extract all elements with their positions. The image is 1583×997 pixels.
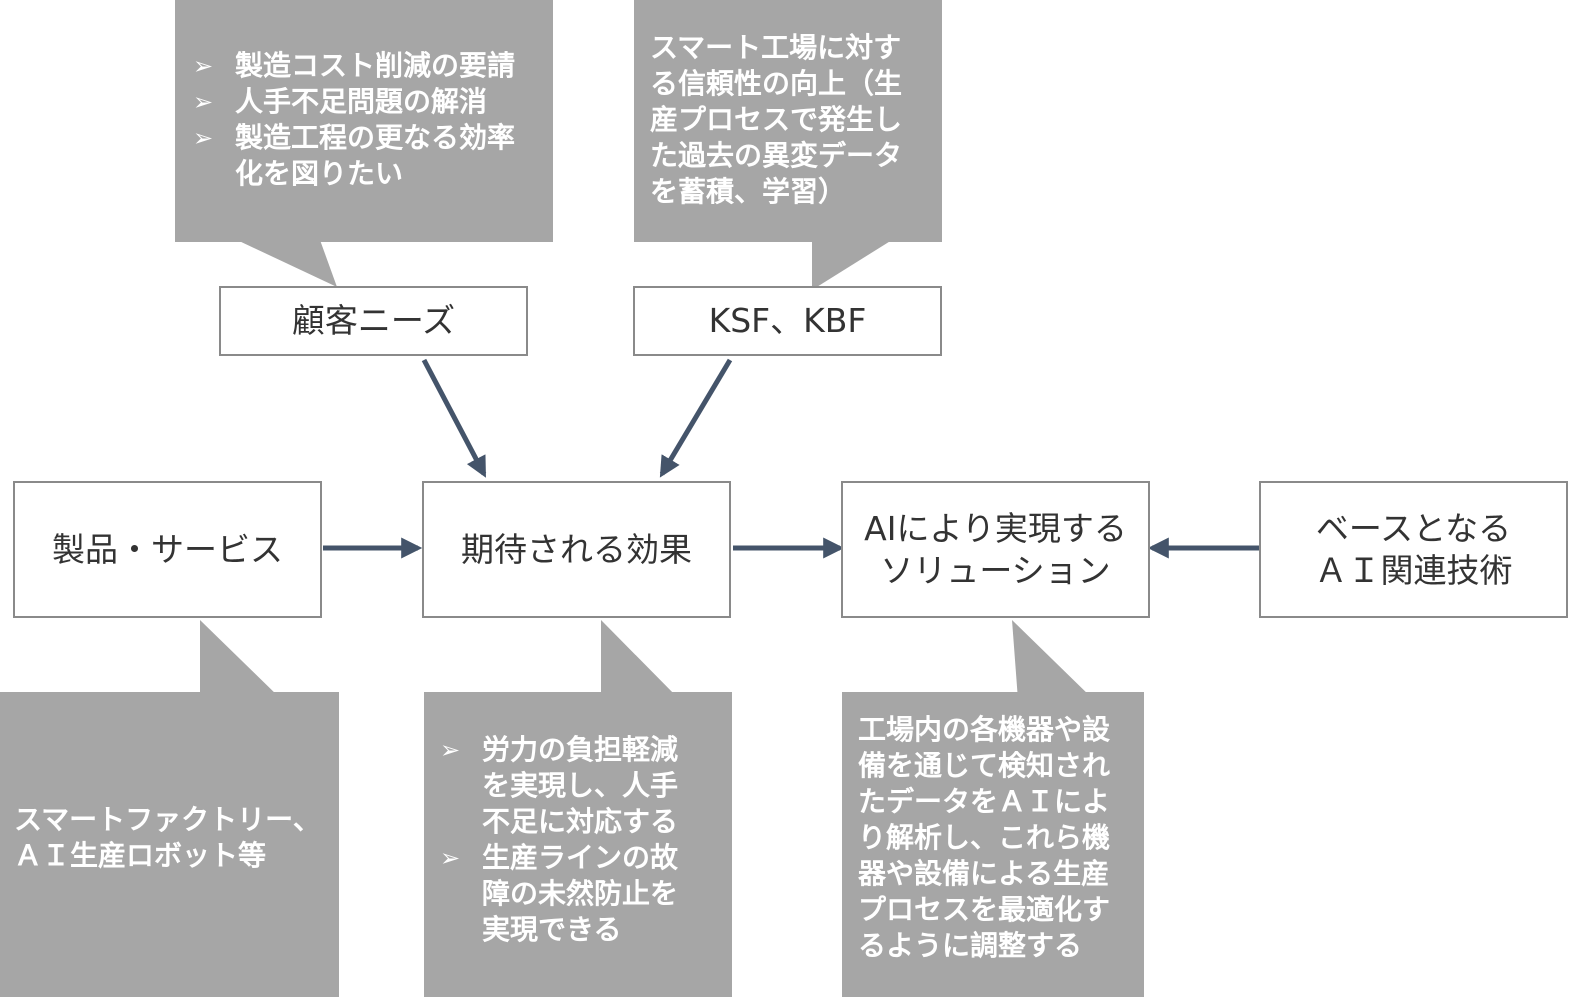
callout-tail-ai-solution: [1012, 620, 1094, 700]
bullet-item: ➢生産ラインの故 障の未然防止を 実現できる: [440, 841, 679, 946]
box-label: 期待される効果: [461, 529, 692, 569]
box-label: KSF、KBF: [708, 301, 867, 341]
box-customer-needs: 顧客ニーズ: [219, 286, 528, 356]
box-ai-solution: AIにより実現する ソリューション: [841, 481, 1150, 618]
box-product-service: 製品・サービス: [13, 481, 322, 618]
callout-ai-solution: 工場内の各機器や設 備を通じて検知され たデータをＡＩによ り解析し、これら機 …: [842, 692, 1144, 997]
bullet-item: ➢製造工程の更なる効率 化を図りたい: [193, 121, 516, 190]
bullet-item: ➢製造コスト削減の要請: [193, 49, 516, 82]
callout-expected-effect: ➢労力の負担軽減 を実現し、人手 不足に対応する ➢生産ラインの故 障の未然防止…: [424, 692, 732, 997]
box-label: 製品・サービス: [52, 529, 283, 569]
arrow-ksf-kbf-to-effect: [659, 358, 733, 478]
box-label: AIにより実現する ソリューション: [864, 509, 1127, 590]
callout-tail-expected-effect: [601, 620, 680, 700]
arrow-customer-needs-to-effect: [421, 358, 487, 478]
box-label: ベースとなる ＡＩ関連技術: [1314, 509, 1513, 590]
callout-text: スマートファクトリー、 ＡＩ生産ロボット等: [14, 803, 321, 872]
callout-product-service: スマートファクトリー、 ＡＩ生産ロボット等: [0, 692, 339, 997]
callout-customer-needs: ➢製造コスト削減の要請 ➢人手不足問題の解消 ➢製造工程の更なる効率 化を図りた…: [175, 0, 553, 242]
arrowhead-bullet-icon: ➢: [193, 52, 214, 80]
callout-tail-customer-needs: [237, 240, 337, 287]
box-ksf-kbf: KSF、KBF: [633, 286, 942, 356]
arrowhead-bullet-icon: ➢: [193, 124, 214, 152]
callout-text: 工場内の各機器や設 備を通じて検知され たデータをＡＩによ り解析し、これら機 …: [858, 713, 1111, 962]
arrowhead-bullet-icon: ➢: [440, 736, 461, 764]
bullet-item: ➢労力の負担軽減 を実現し、人手 不足に対応する: [440, 733, 679, 838]
callout-tail-ksf-kbf: [812, 240, 892, 290]
callout-text: スマート工場に対す る信頼性の向上（生 産プロセスで発生し た過去の異変データ …: [650, 31, 903, 208]
box-label: 顧客ニーズ: [291, 301, 456, 341]
arrowhead-bullet-icon: ➢: [193, 88, 214, 116]
callout-ksf-kbf: スマート工場に対す る信頼性の向上（生 産プロセスで発生し た過去の異変データ …: [634, 0, 942, 242]
box-base-ai-tech: ベースとなる ＡＩ関連技術: [1259, 481, 1568, 618]
callout-tail-product-service: [200, 620, 282, 700]
arrowhead-bullet-icon: ➢: [440, 844, 461, 872]
bullet-item: ➢人手不足問題の解消: [193, 85, 488, 118]
box-expected-effect: 期待される効果: [422, 481, 731, 618]
